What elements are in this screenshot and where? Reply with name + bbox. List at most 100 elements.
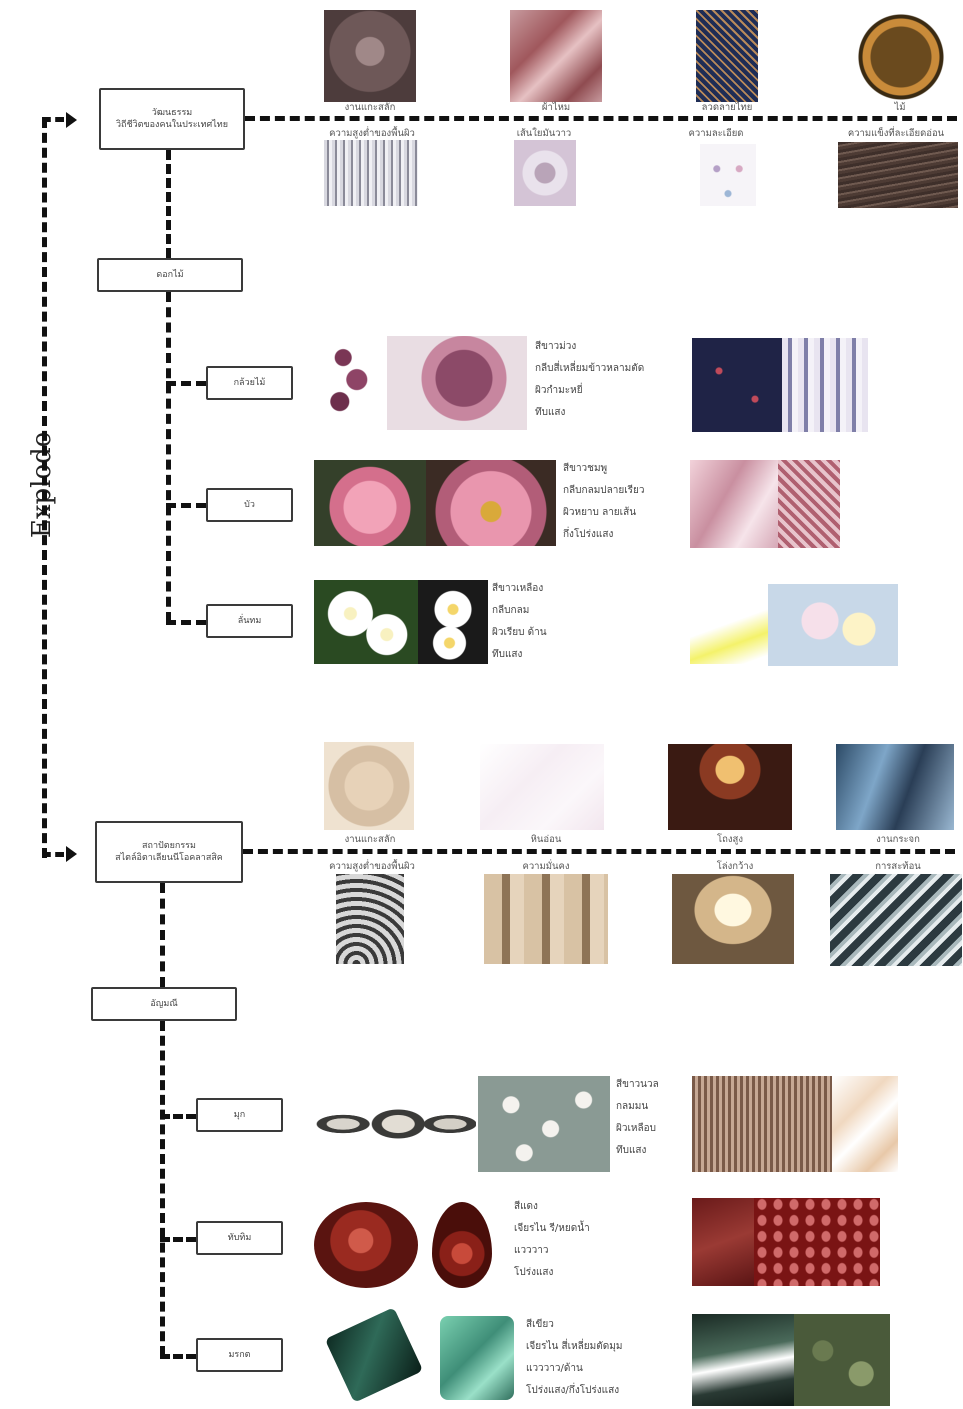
- lotus-link: [166, 503, 206, 508]
- orchid-image: [316, 340, 384, 428]
- silk-image: [510, 10, 602, 102]
- frangipani-link: [166, 620, 206, 625]
- pearl-texture-image: [692, 1076, 832, 1172]
- gems-branch-line: [160, 1021, 165, 1356]
- culture-to-flowers-line: [166, 150, 171, 258]
- ruby-texture2-image: [754, 1198, 880, 1286]
- lotus-box: บัว: [206, 488, 293, 522]
- pearl-label: มุก: [233, 1110, 246, 1120]
- emerald-box: มรกต: [196, 1338, 283, 1372]
- architecture-bottom-caption: ความมั่นคง: [522, 861, 570, 872]
- frangipani-closeup-image: [418, 580, 488, 664]
- emerald-label: มรกต: [228, 1350, 251, 1360]
- lotus-label: บัว: [244, 500, 255, 510]
- emerald-desc: สีเขียว เจียรไน สี่เหลี่ยมตัดมุม แวววาว/…: [526, 1319, 623, 1396]
- emerald-dark-image: [324, 1307, 424, 1403]
- architecture-subtitle: สไตล์อิตาเลียนนีโอคลาสสิค: [115, 853, 223, 863]
- lotus-desc: สีขาวชมพู กลีบกลมปลายเรียว ผิวหยาบ ลายเส…: [563, 463, 645, 540]
- arrow-icon: [66, 112, 77, 128]
- culture-subtitle: วิถีชีวิตของคนในประเทศไทย: [115, 120, 229, 130]
- glass-image: [836, 744, 954, 830]
- arch-carving-image: [324, 742, 414, 830]
- relief-texture-image: [324, 140, 418, 206]
- orchid-label: กล้วยไม้: [233, 378, 266, 388]
- orchid-link: [166, 381, 206, 386]
- explode-top-link: [42, 117, 64, 122]
- frangipani-image: [314, 580, 418, 664]
- ruby-link: [160, 1237, 196, 1242]
- arrow-icon: [66, 846, 77, 862]
- culture-bottom-caption: ความสูงต่ำของพื้นผิว: [329, 128, 415, 139]
- architecture-top-caption: หินอ่อน: [530, 834, 562, 845]
- frangipani-box: ลั่นทม: [206, 604, 293, 638]
- pearl-texture2-image: [832, 1076, 898, 1172]
- culture-row-line: [245, 116, 957, 121]
- lotus-texture-image: [690, 460, 778, 548]
- pearl-box: มุก: [196, 1098, 283, 1132]
- arch-relief-image: [336, 874, 404, 964]
- architecture-top-caption: งานกระจก: [876, 834, 920, 845]
- culture-bottom-caption: ความละเอียด: [688, 128, 744, 139]
- frangipani-texture-image: [690, 600, 770, 664]
- lotus-closeup-image: [426, 460, 556, 546]
- ruby-drop-image: [432, 1202, 492, 1288]
- explode-bottom-link: [42, 852, 64, 857]
- architecture-row-line: [243, 849, 955, 854]
- wide-hall-image: [672, 874, 794, 964]
- culture-top-caption: ผ้าไหม: [541, 102, 571, 113]
- architecture-top-caption: โถงสูง: [717, 834, 743, 845]
- architecture-bottom-caption: ความสูงต่ำของพื้นผิว: [329, 861, 415, 872]
- frangipani-label: ลั่นทม: [237, 616, 262, 626]
- architecture-to-gems-line: [160, 883, 165, 987]
- culture-top-caption: งานแกะสลัก: [344, 102, 396, 113]
- frangipani-desc: สีขาวเหลือง กลีบกลม ผิวเรียบ ด้าน ทึบแสง: [492, 583, 547, 660]
- architecture-top-caption: งานแกะสลัก: [344, 834, 396, 845]
- marble-image: [480, 744, 604, 830]
- orchid-texture-image: [692, 338, 782, 432]
- flowers-title: ดอกไม้: [156, 270, 184, 280]
- architecture-box: สถาปัตยกรรม สไตล์อิตาเลียนนีโอคลาสสิค: [95, 821, 243, 883]
- emerald-texture-image: [692, 1314, 794, 1406]
- hall-image: [668, 744, 792, 830]
- lotus-texture2-image: [778, 460, 840, 548]
- lotus-image: [314, 460, 426, 546]
- pearl-link: [160, 1114, 196, 1119]
- culture-bottom-caption: เส้นใยมันวาว: [516, 128, 572, 139]
- explode-connector: [42, 118, 47, 858]
- columns-image: [484, 874, 608, 964]
- ruby-texture-image: [692, 1198, 754, 1286]
- detail-pattern-image: [700, 144, 756, 206]
- orchid-box: กล้วยไม้: [206, 366, 293, 400]
- thai-pattern-image: [696, 10, 758, 102]
- culture-bottom-caption: ความแข็งที่ละเอียดอ่อน: [847, 128, 945, 139]
- architecture-bottom-caption: โล่งกว้าง: [716, 861, 754, 872]
- ruby-box: ทับทิม: [196, 1221, 283, 1255]
- architecture-title: สถาปัตยกรรม: [142, 841, 196, 851]
- pearl-shell-image: [314, 1078, 476, 1170]
- flowers-branch-line: [166, 292, 171, 622]
- culture-title: วัฒนธรรม: [151, 108, 193, 118]
- emerald-link: [160, 1354, 196, 1359]
- ruby-label: ทับทิม: [227, 1233, 252, 1243]
- culture-top-caption: ไม้: [894, 102, 906, 113]
- frangipani-texture2-image: [768, 584, 898, 666]
- orchid-desc: สีขาวม่วง กลีบสี่เหลี่ยมข้าวหลามตัด ผิวก…: [535, 341, 645, 418]
- carving-image: [324, 10, 416, 102]
- culture-box: วัฒนธรรม วิถีชีวิตของคนในประเทศไทย: [99, 88, 245, 150]
- pearl-desc: สีขาวนวล กลมมน ผิวเหลือบ ทึบแสง: [616, 1079, 659, 1156]
- reflection-image: [830, 874, 962, 966]
- silk-fiber-image: [514, 140, 576, 206]
- flowers-box: ดอกไม้: [97, 258, 243, 292]
- orchid-closeup-image: [387, 336, 527, 430]
- emerald-texture2-image: [794, 1314, 890, 1406]
- wood-grain-image: [838, 142, 958, 208]
- ruby-desc: สีแดง เจียรไน รี/หยดน้ำ แวววาว โปร่งแสง: [514, 1201, 590, 1278]
- gems-title: อัญมณี: [150, 999, 178, 1009]
- ruby-oval-image: [314, 1202, 418, 1288]
- pearls-image: [478, 1076, 610, 1172]
- orchid-texture2-image: [782, 338, 868, 432]
- architecture-bottom-caption: การสะท้อน: [875, 861, 921, 872]
- emerald-light-image: [440, 1316, 514, 1400]
- culture-top-caption: ลวดลายไทย: [701, 102, 753, 113]
- gems-box: อัญมณี: [91, 987, 237, 1021]
